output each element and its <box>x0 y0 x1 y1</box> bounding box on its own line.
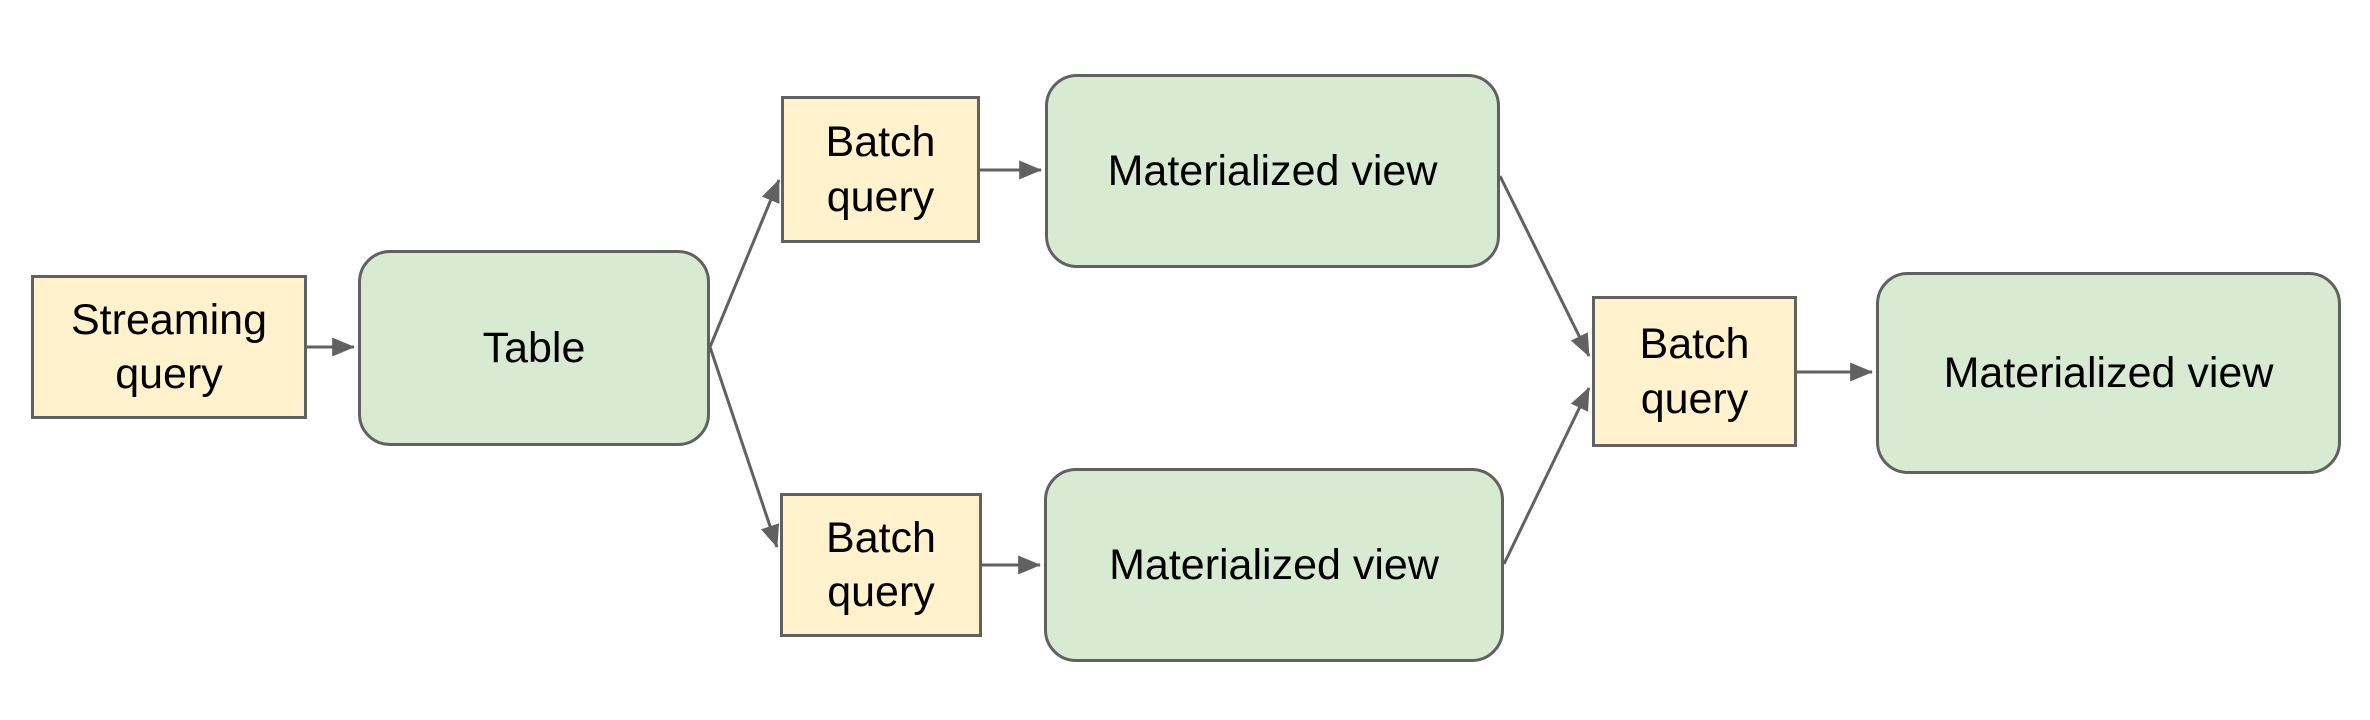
arrow-table-to-batch-query-bottom <box>708 346 780 548</box>
arrow-materialized-view-bottom-to-batch-query-right <box>1502 387 1591 565</box>
node-batch-query-bottom: Batch query <box>780 493 982 637</box>
node-streaming-query: Streaming query <box>31 275 307 419</box>
node-streaming-query-label: Streaming query <box>71 295 267 398</box>
node-table-label: Table <box>482 323 586 372</box>
node-batch-query-right-label: Batch query <box>1639 320 1750 423</box>
node-materialized-view-top-label: Materialized view <box>1107 146 1438 195</box>
arrow-table-to-batch-query-top <box>708 179 781 348</box>
node-table: Table <box>358 250 710 446</box>
node-materialized-view-right-label: Materialized view <box>1943 348 2274 397</box>
arrow-materialized-view-top-to-batch-query-right <box>1498 175 1591 357</box>
node-materialized-view-bottom: Materialized view <box>1044 468 1504 662</box>
node-materialized-view-bottom-label: Materialized view <box>1109 540 1439 589</box>
node-materialized-view-top: Materialized view <box>1045 74 1500 268</box>
node-batch-query-right: Batch query <box>1592 296 1797 447</box>
node-batch-query-bottom-label: Batch query <box>826 513 936 616</box>
node-materialized-view-right: Materialized view <box>1876 272 2341 474</box>
node-batch-query-top: Batch query <box>781 96 980 243</box>
node-batch-query-top-label: Batch query <box>825 118 936 221</box>
